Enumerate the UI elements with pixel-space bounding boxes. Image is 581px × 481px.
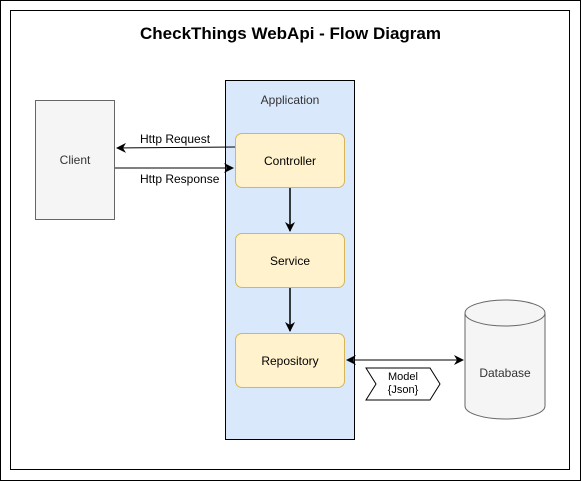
http-response-label: Http Response — [140, 172, 220, 186]
client-label: Client — [59, 153, 91, 167]
model-json-label: Model {Json} — [378, 371, 428, 397]
database-label: Database — [479, 366, 531, 380]
repository-box[interactable]: Repository — [235, 333, 345, 388]
diagram-border — [10, 10, 570, 470]
database-cylinder-icon[interactable] — [464, 299, 546, 420]
controller-label: Controller — [263, 153, 317, 168]
repository-label: Repository — [261, 353, 319, 368]
service-box[interactable]: Service — [235, 233, 345, 288]
application-label: Application — [260, 93, 320, 107]
diagram-title: CheckThings WebApi - Flow Diagram — [140, 24, 441, 43]
controller-box[interactable]: Controller — [235, 133, 345, 188]
http-request-label: Http Request — [140, 132, 211, 146]
client-box[interactable]: Client — [35, 100, 115, 220]
model-json-tag-shape — [365, 367, 441, 401]
json-label: {Json} — [387, 384, 419, 396]
service-label: Service — [269, 253, 310, 268]
model-label: Model — [388, 371, 418, 383]
http-request-arrow — [116, 142, 236, 153]
